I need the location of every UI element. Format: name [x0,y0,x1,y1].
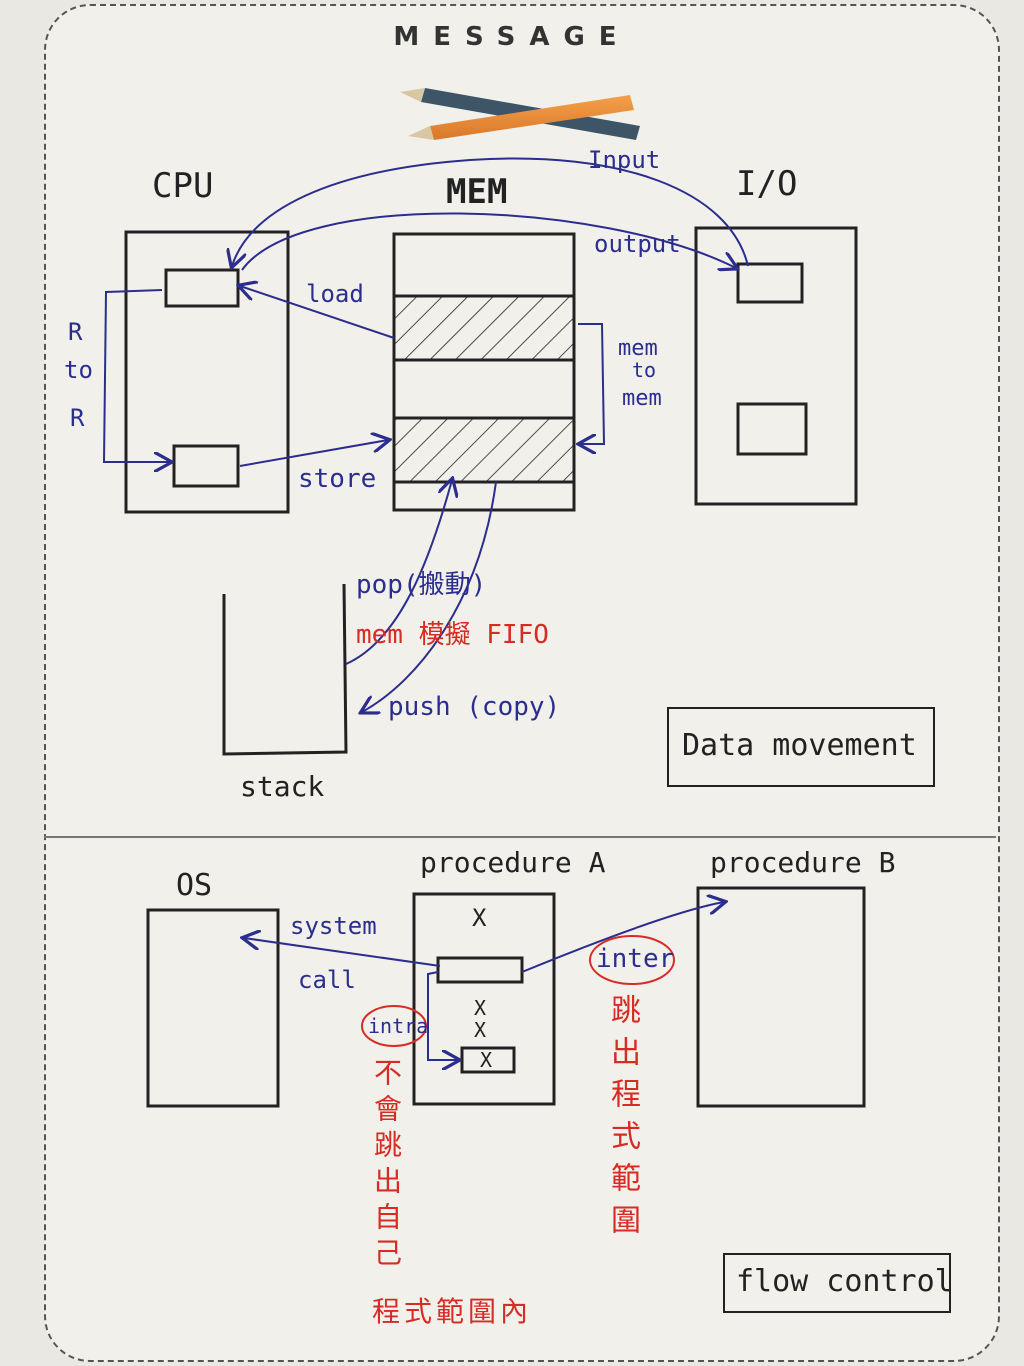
data-movement-title: Data movement [682,728,917,763]
x-mark: X [472,904,487,932]
mem-to-mem-label-1: mem [618,336,658,361]
load-label: load [306,280,364,308]
intra-label: intra [368,1014,429,1038]
mem-box [392,232,576,512]
intra-arrow [427,971,458,1060]
data-movement-frame [667,707,935,787]
notebook-page [44,4,1000,1362]
cpu-box [124,230,290,514]
section-divider [44,836,996,838]
mem-to-mem-label-2: to [632,358,657,382]
system-label: system [290,912,377,940]
cpu-label: CPU [152,166,214,206]
r-to-r-arrow [102,289,170,462]
push-label: push (copy) [388,692,561,722]
intra-note-line: 程式範圍內 [372,1295,533,1328]
input-label: Input [588,146,661,174]
cpu-register-bottom [172,444,240,488]
x-mark: X [480,1048,493,1072]
store-arrow [239,440,388,467]
inter-note-vertical: 跳出程式範圍 [605,994,640,1246]
procedure-b-label: procedure B [710,846,896,879]
mem-fifo-label: mem 模擬 FIFO [356,620,549,650]
procedure-a-box [412,892,556,1106]
r-to-r-label-3: R [70,404,85,432]
output-label: output [594,230,681,258]
output-arrow [241,212,736,270]
flow-control-frame [723,1253,951,1313]
mem-label: MEM [446,172,508,212]
call-site-box [436,956,524,984]
load-arrow [240,286,395,339]
io-box [694,226,858,506]
stack-label: stack [240,770,325,803]
io-port-top [736,262,804,304]
procedure-b-box [696,886,866,1108]
os-label: OS [176,868,213,903]
mem-to-mem-arrow [578,323,606,444]
mem-cell-hatched-bottom [392,416,576,484]
pencil-icon [408,95,634,140]
store-label: store [298,464,377,494]
mem-cell-hatched-top [392,294,576,362]
io-port-bottom [736,402,808,456]
call-label: call [298,966,356,994]
intra-note-vertical: 不會跳出自己 [370,1058,403,1274]
system-call-arrow [244,938,441,967]
page-header: MESSAGE [393,22,631,52]
push-arrow [362,481,497,712]
os-box [146,908,280,1108]
x-mark: X [474,996,487,1020]
mem-to-mem-label-3: mem [622,386,662,411]
input-arrow [232,157,749,266]
r-to-r-label-1: R [68,318,83,346]
procedure-a-label: procedure A [420,846,606,879]
intra-target-box [460,1046,516,1074]
inter-circle [589,935,675,985]
r-to-r-label-2: to [64,356,93,384]
intra-circle [361,1005,427,1047]
x-mark: X [474,1018,487,1042]
flow-control-title: flow control [736,1264,953,1299]
io-label: I/O [736,164,798,204]
pop-label: pop(搬動) [356,570,487,600]
cpu-register-top [164,268,240,308]
inter-arrow [521,902,724,973]
pop-arrow [345,480,452,665]
stack-container [222,583,348,756]
inter-label: inter [596,944,675,974]
